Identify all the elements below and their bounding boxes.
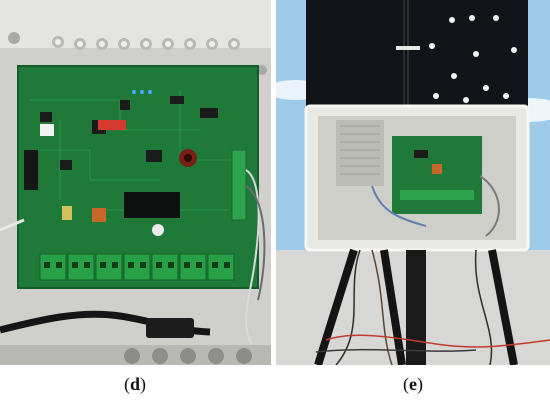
mounted-enclosure-photo — [276, 0, 550, 365]
pcb-closeup-photo — [0, 0, 271, 365]
caption-d: (d) — [123, 374, 146, 394]
photo-panel-e — [276, 0, 550, 365]
photo-panel-d — [0, 0, 271, 365]
caption-e: (e) — [403, 374, 423, 394]
